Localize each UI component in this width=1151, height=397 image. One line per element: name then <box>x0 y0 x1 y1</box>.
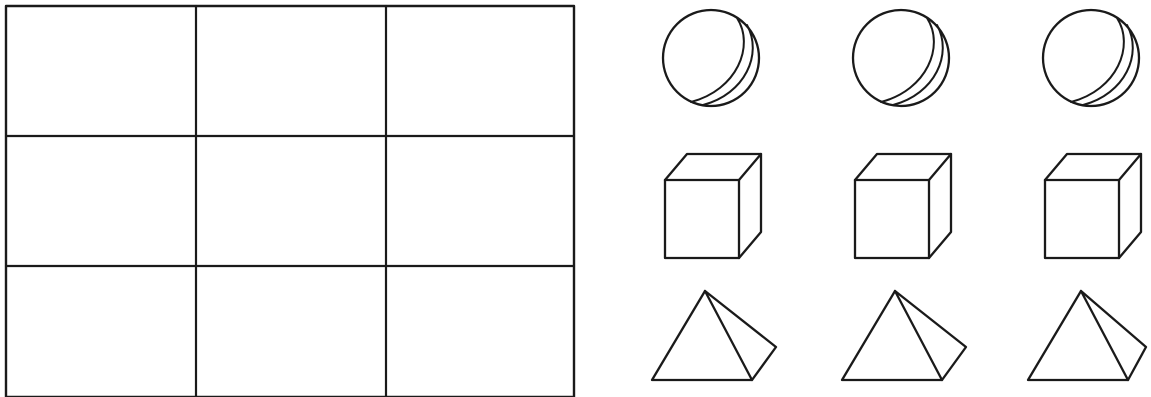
cube-piece-3[interactable] <box>1045 154 1141 258</box>
sphere-piece-2[interactable] <box>853 10 949 106</box>
grid-cell-2-2[interactable] <box>198 138 384 264</box>
grid-cell-1-3[interactable] <box>388 8 572 134</box>
grid-cell-2-3[interactable] <box>388 138 572 264</box>
grid-cell-3-3[interactable] <box>388 268 572 395</box>
grid-board <box>6 6 574 397</box>
pyramid-piece-3[interactable] <box>1028 291 1146 380</box>
cube-piece-2[interactable] <box>855 154 951 258</box>
grid-cell-1-1[interactable] <box>8 8 194 134</box>
pieces-panel <box>652 10 1146 380</box>
sphere-piece-1[interactable] <box>663 10 759 106</box>
cube-piece-1[interactable] <box>665 154 761 258</box>
grid-cell-1-2[interactable] <box>198 8 384 134</box>
pyramid-piece-2[interactable] <box>842 291 966 380</box>
sphere-piece-3[interactable] <box>1043 10 1139 106</box>
grid-cell-2-1[interactable] <box>8 138 194 264</box>
grid-cell-3-2[interactable] <box>198 268 384 395</box>
pyramid-piece-1[interactable] <box>652 291 776 380</box>
grid-cell-3-1[interactable] <box>8 268 194 395</box>
